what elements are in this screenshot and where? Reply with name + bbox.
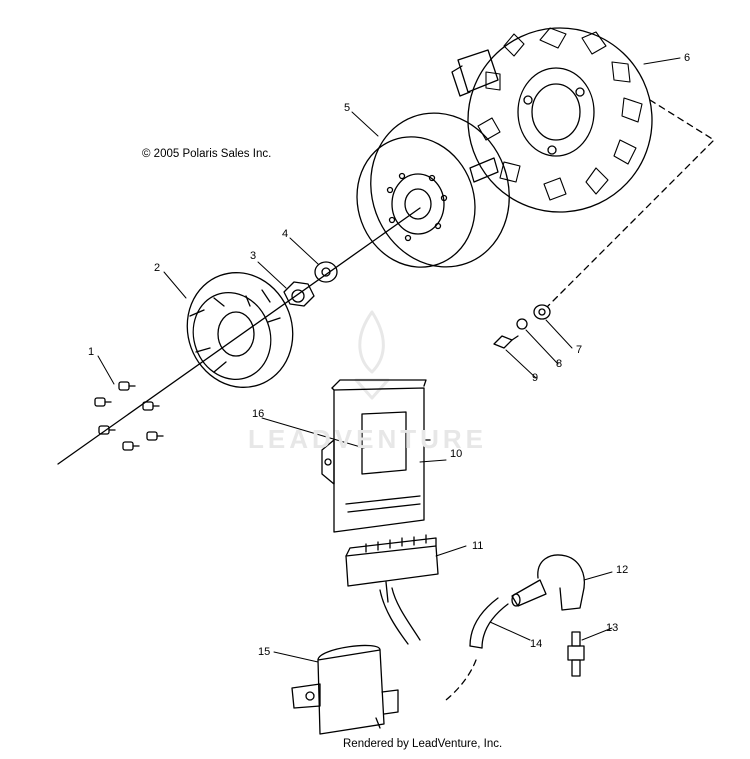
copyright-text: © 2005 Polaris Sales Inc. — [142, 148, 272, 160]
callout-1: 1 — [88, 346, 95, 358]
washer-part-4 — [314, 261, 338, 283]
screw-part-9 — [493, 335, 519, 349]
callout-10: 10 — [450, 448, 463, 460]
callout-5: 5 — [344, 102, 351, 114]
callout-12: 12 — [616, 564, 629, 576]
callout-6: 6 — [684, 52, 691, 64]
callout-9: 9 — [532, 372, 539, 384]
ht-lead-part-14 — [445, 597, 509, 701]
washer-part-7 — [533, 304, 551, 320]
callout-11: 11 — [472, 540, 484, 552]
callout-2: 2 — [154, 262, 161, 274]
callout-16: 16 — [252, 408, 265, 420]
callout-8: 8 — [556, 358, 563, 370]
spark-plug-part-13 — [567, 631, 585, 677]
callout-7: 7 — [576, 344, 583, 356]
assembly-centerline — [57, 207, 421, 465]
callout-13: 13 — [606, 622, 619, 634]
lockwasher-part-8 — [516, 318, 528, 330]
callout-14: 14 — [530, 638, 543, 650]
connector-part-11 — [345, 534, 439, 645]
label-part-16 — [361, 411, 407, 475]
nut-part-3 — [283, 281, 315, 307]
plug-cap-part-12 — [511, 554, 586, 611]
starter-cup-part-2 — [186, 272, 294, 388]
watermark-text: LEADVENTURE — [248, 424, 488, 454]
bolts-part-1 — [94, 381, 164, 451]
footer-credit: Rendered by LeadVenture, Inc. — [343, 738, 503, 750]
callout-4: 4 — [282, 228, 289, 240]
dashed-connector — [547, 99, 715, 307]
callout-15: 15 — [258, 646, 271, 658]
leader-lines — [97, 57, 681, 663]
callout-3: 3 — [250, 250, 257, 262]
watermark-logo-icon — [354, 310, 390, 400]
ignition-coil-part-15 — [291, 644, 399, 735]
cdi-box-part-10 — [321, 379, 431, 533]
flywheel-part-5 — [356, 112, 510, 268]
stator-part-6 — [451, 27, 653, 213]
